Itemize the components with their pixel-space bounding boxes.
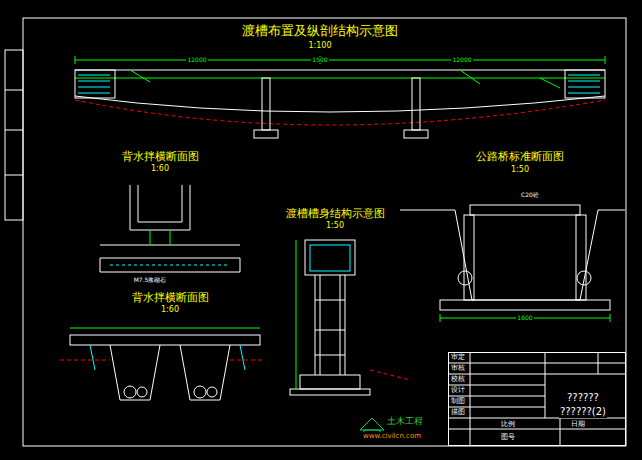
drawing-label: 1:100: [307, 41, 332, 50]
drawing-label: 公路桥标准断面图: [475, 151, 565, 164]
drawing-label: www.civilcn.com: [362, 432, 422, 440]
drawing-label: 1:50: [510, 165, 530, 174]
drawing-label: 12000: [186, 57, 207, 64]
drawing-label: 审定: [450, 353, 466, 361]
drawing-label: C20砼: [520, 192, 540, 199]
drawing-label: 1600: [516, 315, 533, 322]
drawing-name: ??????: [566, 392, 600, 404]
drawing-label: 1:60: [160, 305, 180, 314]
drawing-label: 背水拌横断面图: [121, 151, 200, 164]
drawing-label: 比例: [500, 420, 516, 428]
drawing-label: 审核: [450, 364, 466, 372]
drawing-label: 日期: [570, 420, 586, 428]
drawing-label: 1:50: [325, 221, 345, 230]
drawing-label: 渡槽槽身结构示意图: [285, 208, 386, 221]
drawing-label: 土木工程: [386, 416, 424, 426]
drawing-label: 图号: [500, 433, 516, 441]
drawing-label: M7.5浆砌石: [133, 277, 168, 284]
drawing-label: 设计: [450, 386, 466, 394]
drawing-label: 1:60: [150, 164, 170, 173]
drawing-label: 校核: [450, 375, 466, 383]
drawing-label: 描图: [450, 408, 466, 416]
drawing-label: 背水拌横断面图: [131, 292, 210, 305]
title-block: ?????? ??????(2): [448, 352, 626, 446]
drawing-label: 制图: [450, 397, 466, 405]
drawing-label: 12000: [451, 57, 472, 64]
drawing-title: 渡槽布置及纵剖结构示意图: [241, 24, 399, 39]
drawing-name: ??????(2): [559, 406, 607, 418]
drawing-label: 1500: [311, 57, 328, 64]
